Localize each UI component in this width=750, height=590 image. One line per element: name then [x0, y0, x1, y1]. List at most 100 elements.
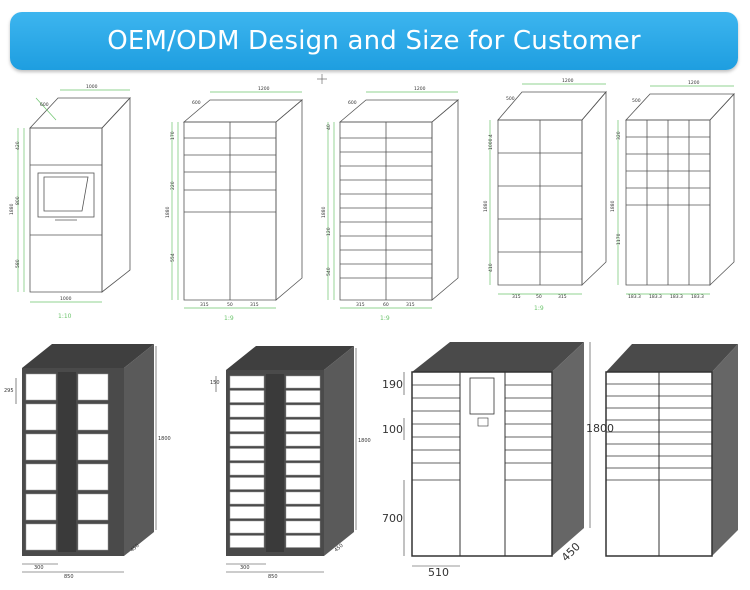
c5-dim-depth: 500 — [632, 98, 641, 104]
locker-door — [285, 477, 321, 490]
c4-scale: 1:9 — [534, 305, 544, 312]
c2-dim-total: 1880 — [165, 206, 171, 218]
locker-c-drawing — [411, 342, 584, 557]
locker-a-drawing — [22, 344, 154, 556]
c2-dim-h3: 554 — [170, 253, 176, 262]
c1-dim-h3: 580 — [15, 259, 21, 268]
locker-door — [77, 373, 109, 401]
c2-dim-depth: 600 — [192, 100, 201, 106]
locker-door — [285, 506, 321, 519]
c5-dim-w2: 183.3 — [649, 294, 662, 300]
locker-door — [229, 390, 265, 403]
c1-dim-total: 1880 — [9, 203, 15, 215]
c3-dim-h2: 120 — [326, 227, 332, 236]
locker-door — [285, 419, 321, 432]
c4-dim-top-width: 1200 — [562, 78, 574, 84]
c5-dim-top-width: 1200 — [688, 80, 700, 86]
c3-dim-w1: 315 — [356, 302, 365, 308]
c1-dim-h2: 800 — [15, 196, 21, 205]
title-banner: OEM/ODM Design and Size for Customer — [10, 12, 738, 70]
lc-dim-1: 190 — [382, 378, 403, 391]
locker-door — [229, 506, 265, 519]
lb-total-height: 1800 — [358, 438, 371, 444]
c2-dim-h2: 220 — [170, 181, 176, 190]
top-cabinet-2-drawing — [182, 99, 304, 301]
locker-door — [77, 403, 109, 431]
locker-door — [285, 448, 321, 461]
c5-dim-h1: 320 — [616, 131, 622, 140]
locker-door — [25, 403, 57, 431]
locker-door — [77, 463, 109, 491]
lb-depth: 450 — [333, 543, 344, 554]
c1-dim-depth: 600 — [40, 102, 49, 108]
lc-width: 510 — [428, 566, 449, 579]
c2-dim-w3: 315 — [250, 302, 259, 308]
locker-door — [229, 433, 265, 447]
c4-dim-h2: 410 — [488, 263, 494, 272]
locker-b-drawing — [226, 346, 354, 556]
c4-dim-w1: 315 — [512, 294, 521, 300]
c3-dim-w3: 315 — [406, 302, 415, 308]
locker-door — [229, 462, 265, 476]
c4-dim-depth: 500 — [506, 96, 515, 102]
c3-dim-w2: 60 — [383, 302, 389, 308]
locker-door — [25, 493, 57, 521]
la-depth: 450 — [129, 543, 140, 554]
locker-door — [229, 375, 265, 389]
top-cabinet-4-drawing — [497, 90, 607, 286]
locker-door — [25, 463, 57, 491]
top-cabinet-3-drawing — [338, 99, 460, 301]
c4-dim-total: 1880 — [483, 200, 489, 212]
c1-scale: 1:10 — [58, 313, 72, 320]
locker-door — [229, 491, 265, 505]
c4-dim-w2: 50 — [536, 294, 542, 300]
c3-dim-h3: 540 — [326, 267, 332, 276]
c2-dim-w1: 315 — [200, 302, 209, 308]
lc-dim-2: 100 — [382, 423, 403, 436]
locker-door — [229, 448, 265, 461]
locker-door — [285, 390, 321, 403]
c3-dim-h1: 40 — [326, 124, 332, 130]
lb-door-width: 300 — [240, 565, 250, 571]
c5-dim-h2: 1170 — [616, 233, 622, 245]
locker-door — [285, 535, 321, 548]
banner-title: OEM/ODM Design and Size for Customer — [107, 26, 641, 56]
locker-door — [229, 419, 265, 432]
c3-dim-top-width: 1200 — [414, 86, 426, 92]
locker-d-drawing — [605, 344, 738, 557]
locker-door — [77, 523, 109, 551]
top-cabinet-5-drawing — [625, 92, 735, 286]
locker-door — [285, 375, 321, 389]
c3-scale: 1:9 — [380, 315, 390, 322]
c4-dim-h1: 1000.4 — [488, 134, 494, 150]
locker-door — [229, 520, 265, 534]
locker-door — [25, 373, 57, 401]
c3-dim-total: 1880 — [321, 206, 327, 218]
la-total-height: 1800 — [158, 436, 171, 442]
lb-row-height: 150 — [210, 380, 220, 386]
locker-door — [77, 433, 109, 461]
locker-door — [229, 477, 265, 490]
c1-dim-h1: 420 — [15, 141, 21, 150]
locker-door — [285, 404, 321, 418]
locker-door — [285, 433, 321, 447]
c2-scale: 1:9 — [224, 315, 234, 322]
locker-door — [77, 493, 109, 521]
lc-total-height: 1800 — [586, 422, 614, 435]
c2-dim-top-width: 1200 — [258, 86, 270, 92]
c3-dim-depth: 600 — [348, 100, 357, 106]
c5-dim-w4: 183.3 — [691, 294, 704, 300]
locker-door — [285, 462, 321, 476]
c2-dim-h1: 170 — [170, 131, 176, 140]
la-width: 850 — [64, 574, 74, 580]
c1-dim-top-width: 1000 — [86, 84, 98, 90]
c5-dim-total: 1880 — [610, 200, 616, 212]
locker-door — [25, 523, 57, 551]
locker-door — [229, 535, 265, 548]
c2-dim-w2: 50 — [227, 302, 233, 308]
c5-dim-w3: 183.3 — [670, 294, 683, 300]
locker-door — [229, 404, 265, 418]
top-cabinet-1-drawing — [29, 96, 131, 293]
la-door-width: 300 — [34, 565, 44, 571]
